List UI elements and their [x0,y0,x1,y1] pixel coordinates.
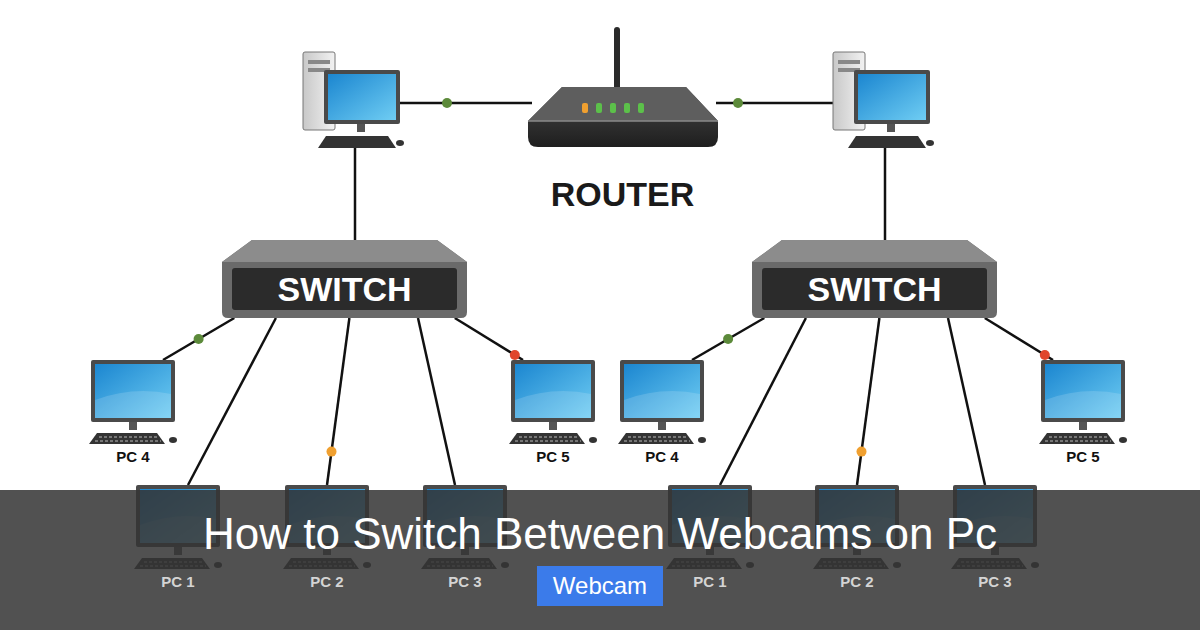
title-band: How to Switch Between Webcams on Pc Webc… [0,490,1200,630]
network-cable [327,318,349,485]
cable-dot [1040,350,1050,360]
cable-dot [510,350,520,360]
pc-label: PC 3 [415,573,515,591]
pc-label: PC 5 [503,448,603,466]
network-cable [857,318,879,485]
cable-dot [857,447,867,457]
network-cable [163,318,234,360]
cable-dot [194,334,204,344]
page-title: How to Switch Between Webcams on Pc [0,508,1200,560]
pc-icon [612,360,712,448]
pc-label: PC 3 [945,573,1045,591]
pc-label: PC 1 [128,573,228,591]
pc-label: PC 5 [1033,448,1133,466]
network-cable [692,318,764,360]
cable-dot [327,447,337,457]
switch-box: SWITCH [752,240,997,318]
switch-label: SWITCH [752,268,997,310]
pc-label: PC 2 [277,573,377,591]
server-computer [833,52,934,148]
network-cable [188,318,276,485]
pc-node: PC 4 [612,360,712,466]
pc-node: PC 4 [83,360,183,466]
network-cable [455,318,523,360]
category-tag: Webcam [537,566,663,606]
network-cable [948,318,985,485]
pc-icon [503,360,603,448]
network-cable [985,318,1053,360]
router-node: ROUTER [520,25,725,213]
network-cable [720,318,806,485]
pc-node: PC 5 [503,360,603,466]
pc-icon [1033,360,1133,448]
pc-node: PC 5 [1033,360,1133,466]
network-cable [418,318,455,485]
pc-label: PC 1 [660,573,760,591]
switch-label: SWITCH [222,268,467,310]
pc-label: PC 2 [807,573,907,591]
cable-dot [723,334,733,344]
pc-label: PC 4 [83,448,183,466]
server-computer [303,52,404,148]
router-label: ROUTER [520,175,725,213]
pc-label: PC 4 [612,448,712,466]
switch-box: SWITCH [222,240,467,318]
router-icon [520,25,725,175]
pc-icon [83,360,183,448]
